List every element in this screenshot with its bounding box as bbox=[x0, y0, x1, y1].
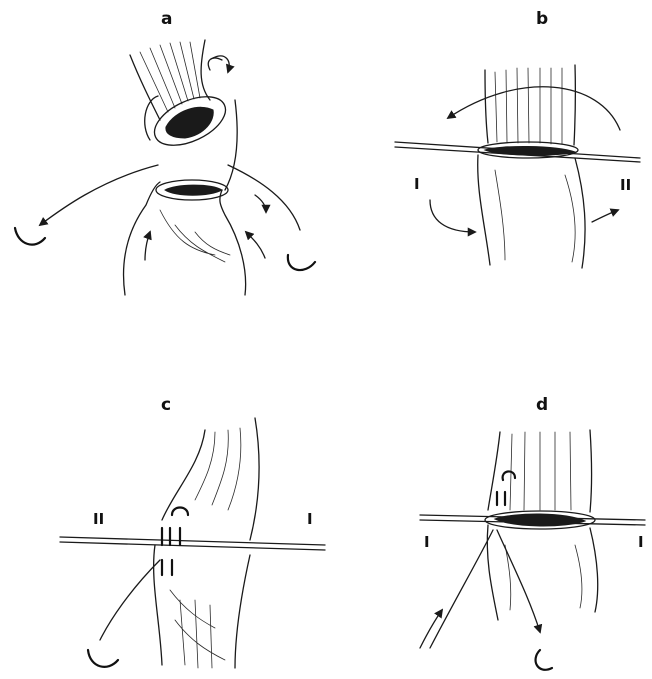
panel-a-drawing bbox=[15, 40, 315, 295]
panel-d-marker-right: I bbox=[638, 533, 644, 551]
panel-c-label: c bbox=[161, 395, 171, 415]
panel-b-drawing: I II bbox=[395, 65, 640, 268]
panel-b: b I II bbox=[395, 9, 640, 268]
panel-c: c II I bbox=[60, 395, 325, 668]
panel-d-marker-left: I bbox=[424, 533, 430, 551]
panel-d-label: d bbox=[536, 395, 548, 415]
panel-c-marker-right: I bbox=[307, 510, 313, 528]
panel-d: d I I bbox=[420, 395, 645, 670]
panel-b-marker-right: II bbox=[620, 176, 631, 194]
panel-c-drawing: II I bbox=[60, 418, 325, 668]
panel-d-drawing: I I bbox=[420, 430, 645, 670]
panel-a: a bbox=[15, 9, 315, 295]
panel-b-marker-left: I bbox=[414, 175, 420, 193]
panel-c-marker-left: II bbox=[93, 510, 104, 528]
panel-a-label: a bbox=[161, 9, 172, 29]
panel-b-label: b bbox=[536, 9, 548, 29]
